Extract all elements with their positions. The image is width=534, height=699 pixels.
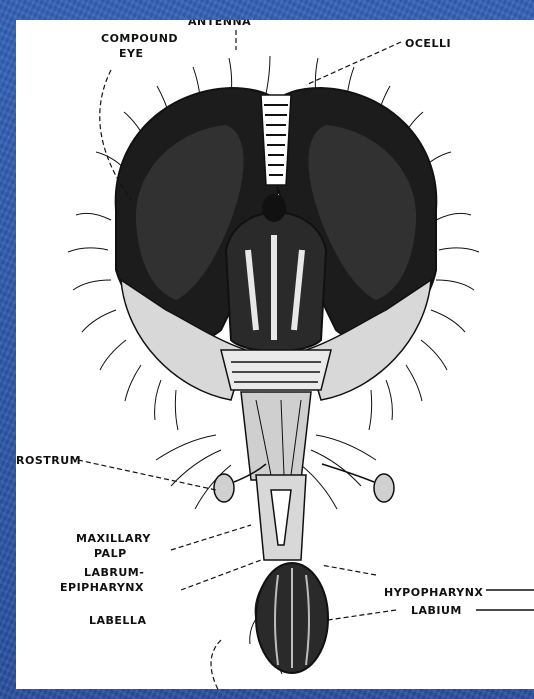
clypeus xyxy=(221,350,331,390)
label-labella: LABELLA xyxy=(89,614,146,627)
label-maxillary-palp-line2: PALP xyxy=(94,547,127,560)
label-antenna: ANTENNA xyxy=(188,20,251,28)
fly-head-diagram: ANTENNA COMPOUND EYE OCELLI ROSTRUM MAXI… xyxy=(16,20,534,689)
right-maxillary-palp xyxy=(374,474,394,502)
label-maxillary-palp-line1: MAXILLARY xyxy=(76,532,151,545)
label-compound-eye-line1: COMPOUND xyxy=(101,32,178,45)
label-labium: LABIUM xyxy=(411,604,462,617)
label-hypopharynx: HYPOPHARYNX xyxy=(384,586,483,599)
label-ocelli: OCELLI xyxy=(405,37,451,50)
label-rostrum: ROSTRUM xyxy=(16,454,81,467)
label-labrum-epipharynx-line1: LABRUM- xyxy=(84,566,144,579)
frons xyxy=(261,95,291,185)
left-maxillary-palp xyxy=(214,474,234,502)
label-compound-eye-line2: EYE xyxy=(119,47,144,60)
label-labrum-epipharynx-line2: EPIPHARYNX xyxy=(60,581,144,594)
figure-panel: ANTENNA COMPOUND EYE OCELLI ROSTRUM MAXI… xyxy=(16,20,534,689)
